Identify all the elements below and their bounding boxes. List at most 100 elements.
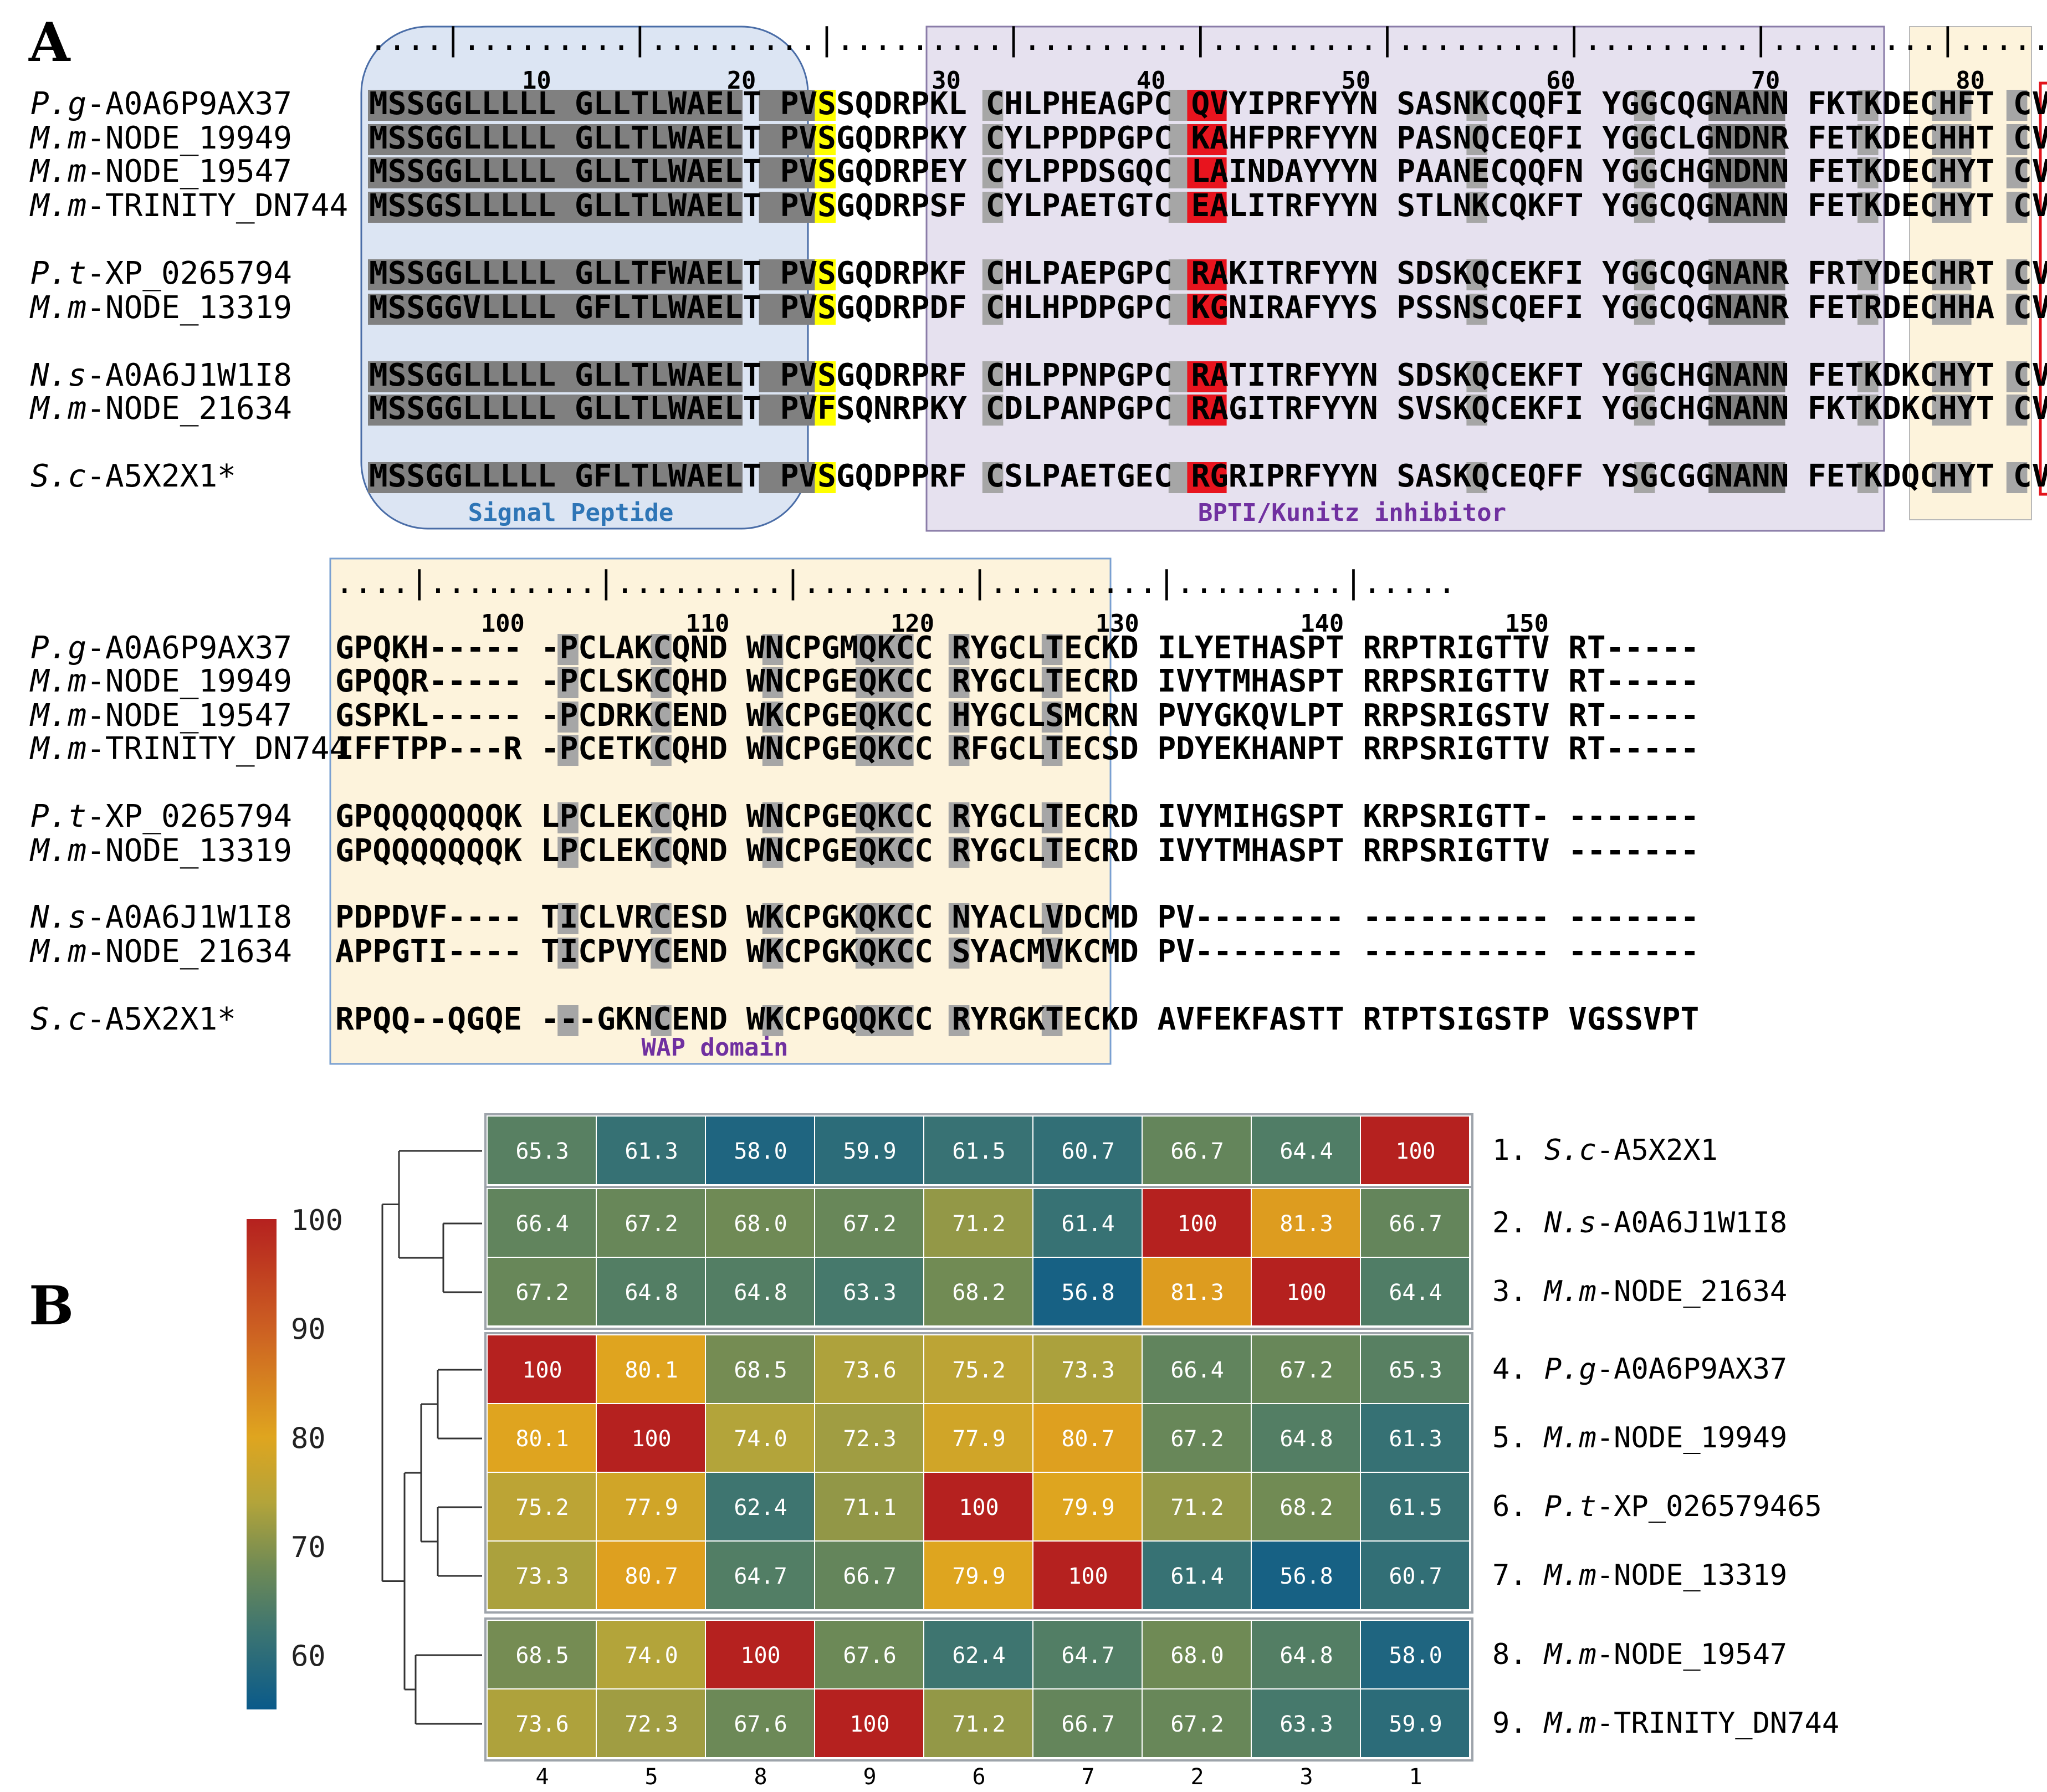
kunitz-p1-highlight (1187, 361, 1227, 392)
cys-highlight (2006, 192, 2028, 223)
cys-highlight (982, 259, 1004, 290)
signal-highlight (759, 90, 817, 121)
cys-highlight (1466, 395, 1487, 426)
cys-highlight (1857, 462, 1879, 493)
ruler-tick-label: 110 (686, 610, 730, 638)
row-species: M.m (1543, 1275, 1596, 1308)
kunitz-p1-highlight (1187, 90, 1227, 121)
cys-highlight (651, 702, 672, 733)
heatmap-cell (924, 1335, 1032, 1403)
signal-highlight (759, 294, 817, 325)
cys-highlight (2006, 157, 2028, 188)
cys-highlight (1041, 802, 1063, 833)
heatmap-cell-label: 65.3 (1389, 1358, 1442, 1383)
cys-highlight (1041, 837, 1063, 868)
species-abbrev: M.m (29, 391, 86, 427)
heatmap-cell (815, 1689, 923, 1757)
bottom-label-8: S.c-A5X2X1* (30, 1001, 236, 1037)
cys-highlight (651, 802, 672, 833)
kunitz-p1-highlight (1187, 462, 1227, 493)
heatmap-cell-label: 66.4 (515, 1211, 569, 1237)
heatmap-cell-label: 71.2 (952, 1211, 1005, 1237)
row-species: M.m (1543, 1421, 1596, 1455)
heatmap-cell-label: 81.3 (1280, 1211, 1333, 1237)
cys-highlight (651, 735, 672, 766)
heatmap-cell (1361, 1404, 1469, 1472)
heatmap-cell (597, 1473, 705, 1540)
heatmap-cell (815, 1542, 923, 1609)
signal-highlight (759, 124, 817, 155)
heatmap-cell-label: 100 (849, 1712, 889, 1737)
heatmap-column-label: 5 (644, 1764, 658, 1790)
cys-highlight (1932, 157, 1972, 188)
heatmap-cell (1143, 1258, 1251, 1325)
species-abbrev: M.m (29, 731, 86, 767)
heatmap-cell (1143, 1473, 1251, 1540)
cys-highlight (948, 702, 970, 733)
heatmap-cell (1143, 1335, 1251, 1403)
heatmap-cell-label: 79.9 (1061, 1495, 1114, 1520)
heatmap-cell-label: 77.9 (625, 1495, 678, 1520)
heatmap-cell-label: 67.6 (734, 1712, 787, 1737)
signal-highlight (368, 259, 743, 290)
q-highlight (815, 157, 836, 188)
row-species: N.s (1544, 1206, 1596, 1240)
heatmap-column-label: 9 (863, 1764, 876, 1790)
row-id: -A5X2X1 (1596, 1134, 1718, 1167)
cys-highlight (1041, 634, 1063, 665)
heatmap-cell (1361, 1621, 1469, 1688)
cys-highlight (1932, 192, 1972, 223)
species-abbrev: M.m (29, 120, 86, 156)
top-label-0: P.g-A0A6P9AX37 (30, 86, 292, 122)
cys-highlight (1932, 124, 1972, 155)
signal-highlight (759, 192, 817, 223)
cys-highlight (1168, 124, 1190, 155)
cys-highlight (1634, 90, 1655, 121)
row-number: 8. (1492, 1638, 1544, 1671)
heatmap-cell (1143, 1621, 1251, 1688)
q-highlight (815, 462, 836, 493)
heatmap-cell (815, 1473, 923, 1540)
cys-highlight (893, 802, 914, 833)
cys-highlight (651, 938, 672, 969)
heatmap-cell (1361, 1335, 1469, 1403)
cys-highlight (2006, 395, 2028, 426)
cys-highlight (1634, 157, 1655, 188)
ruler-tick-label: 150 (1505, 610, 1549, 638)
signal-highlight (368, 90, 743, 121)
heatmap-cell (597, 1335, 705, 1403)
cys-highlight (557, 1005, 579, 1036)
bottom-sequence-2: GSPKL----- -PCDRKCEND WKCPGEQKCC HYGCLSM… (335, 698, 1699, 734)
heatmap-cell (706, 1258, 814, 1325)
panel-label-a: A (29, 11, 70, 74)
legend-tick-label: 70 (291, 1531, 326, 1564)
heatmap-cell-label: 100 (1395, 1139, 1435, 1164)
cys-highlight (1466, 361, 1487, 392)
heatmap-cell-label: 71.2 (1170, 1495, 1224, 1520)
row-id: -NODE_13319 (1596, 1559, 1787, 1592)
nann-highlight (1708, 157, 1785, 188)
signal-highlight (759, 395, 817, 426)
ruler-tick-label: 70 (1751, 66, 1780, 95)
heatmap-cell-label: 67.2 (625, 1211, 678, 1237)
sequence-id: -A0A6P9AX37 (86, 86, 292, 122)
ruler-tick-label: 100 (481, 610, 525, 638)
cc-highlight (855, 903, 895, 934)
cys-highlight (1041, 1005, 1063, 1036)
cys-highlight (762, 903, 784, 934)
signal-highlight (368, 361, 743, 392)
heatmap-cell (1361, 1689, 1469, 1757)
heatmap-cell (1033, 1473, 1142, 1540)
heatmap-cell-label: 66.7 (1061, 1712, 1114, 1737)
cys-highlight (982, 90, 1004, 121)
ruler-tick-label: 30 (932, 66, 961, 95)
bottom-sequence-6: PDPDVF---- TICLVRCESD WKCPGKQKCC NYACLVD… (335, 899, 1699, 935)
cys-highlight (1168, 294, 1190, 325)
heatmap-cell (1252, 1335, 1360, 1403)
bottom-label-0: P.g-A0A6P9AX37 (30, 630, 292, 666)
cys-highlight (1857, 90, 1879, 121)
row-species: M.m (1543, 1638, 1596, 1671)
cys-highlight (1466, 124, 1487, 155)
heatmap-cell (815, 1258, 923, 1325)
signal-highlight (759, 259, 817, 290)
